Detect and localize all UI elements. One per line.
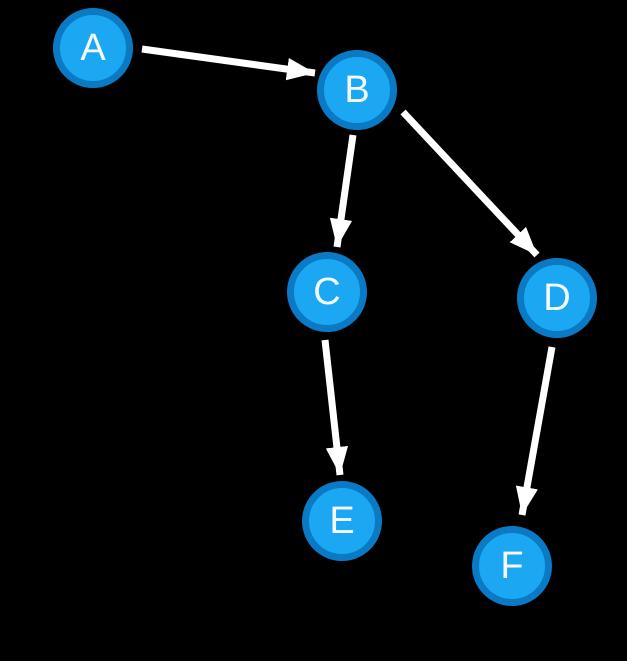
node-C[interactable]: C bbox=[287, 252, 367, 332]
edge-D-F bbox=[515, 346, 556, 516]
node-D-label: D bbox=[543, 277, 571, 319]
node-B[interactable]: B bbox=[317, 50, 397, 130]
node-E-label: E bbox=[329, 500, 355, 542]
edge-C-E bbox=[321, 339, 349, 476]
node-E[interactable]: E bbox=[302, 481, 382, 561]
edge-B-C bbox=[329, 134, 357, 248]
node-F-label: F bbox=[500, 545, 524, 587]
node-F[interactable]: F bbox=[472, 526, 552, 606]
node-A-label: A bbox=[80, 27, 106, 69]
node-B-label: B bbox=[344, 69, 370, 111]
node-D[interactable]: D bbox=[517, 258, 597, 338]
edge-B-D bbox=[400, 109, 540, 258]
edge-A-B bbox=[141, 45, 316, 81]
node-A[interactable]: A bbox=[53, 8, 133, 88]
node-C-label: C bbox=[313, 271, 341, 313]
